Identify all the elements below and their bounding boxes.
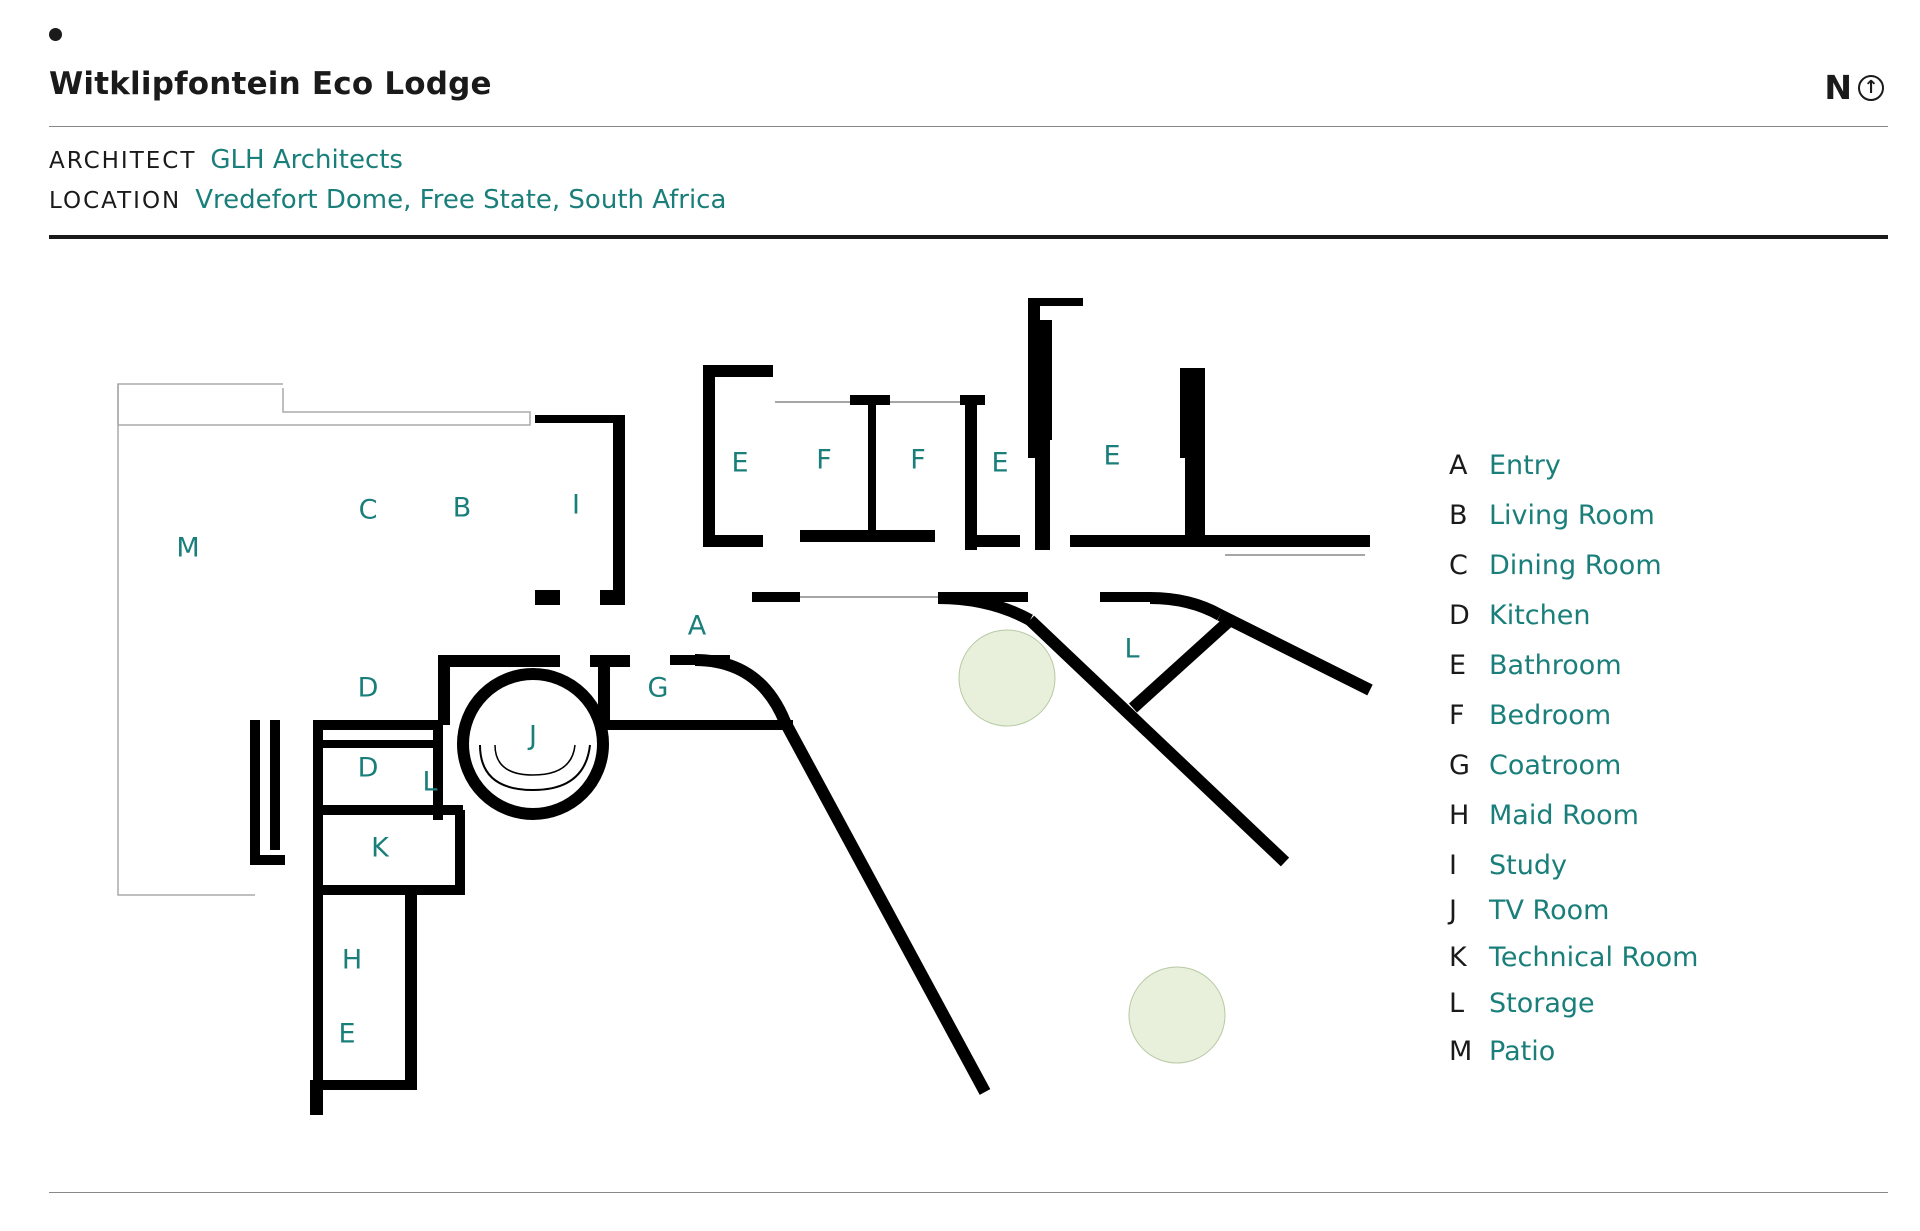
plan-label-bathroom-4: E bbox=[338, 1018, 356, 1050]
location-value: Vredefort Dome, Free State, South Africa bbox=[195, 185, 727, 215]
location-row: LOCATION Vredefort Dome, Free State, Sou… bbox=[49, 185, 726, 215]
walls bbox=[250, 298, 1370, 1115]
location-label: LOCATION bbox=[49, 188, 182, 214]
meta-divider bbox=[49, 235, 1888, 239]
bullet-dot bbox=[49, 28, 62, 41]
north-letter: N bbox=[1824, 68, 1852, 107]
north-indicator: N ↑ bbox=[1824, 68, 1884, 107]
plan-label-maid-room: H bbox=[341, 944, 363, 976]
plan-label-technical: K bbox=[371, 832, 389, 864]
architect-label: ARCHITECT bbox=[49, 148, 197, 174]
tree-icon bbox=[958, 629, 1226, 1064]
plan-label-patio: M bbox=[176, 532, 200, 564]
architect-row: ARCHITECT GLH Architects bbox=[49, 145, 403, 175]
plan-label-dining: C bbox=[358, 494, 378, 526]
plan-label-living: B bbox=[452, 492, 472, 524]
plan-label-coatroom: G bbox=[647, 672, 669, 704]
plan-label-kitchen-2: D bbox=[357, 752, 379, 784]
plan-label-bathroom-2: E bbox=[991, 447, 1009, 479]
plan-label-bathroom-3: E bbox=[1103, 440, 1121, 472]
plan-label-storage-1: L bbox=[1124, 633, 1140, 665]
site-walls bbox=[694, 592, 1373, 1095]
header-divider bbox=[49, 126, 1888, 127]
plan-label-kitchen-1: D bbox=[357, 672, 379, 704]
plan-label-bedroom-2: F bbox=[910, 444, 926, 476]
plan-label-tv-room: J bbox=[529, 720, 537, 752]
footer-divider bbox=[49, 1192, 1888, 1193]
plan-label-entry: A bbox=[687, 610, 707, 642]
north-arrow-icon: ↑ bbox=[1858, 74, 1884, 101]
architect-value: GLH Architects bbox=[210, 145, 403, 175]
tv-room bbox=[457, 668, 609, 820]
plan-label-study: I bbox=[572, 489, 580, 521]
plan-label-storage-2: L bbox=[422, 766, 438, 798]
plan-label-bedroom-1: F bbox=[816, 444, 832, 476]
page-title: Witklipfontein Eco Lodge bbox=[49, 66, 492, 102]
plan-label-bathroom-1: E bbox=[731, 447, 749, 479]
patio-outline-west bbox=[117, 384, 255, 896]
glazing bbox=[775, 401, 1365, 598]
patio-outline bbox=[117, 383, 531, 426]
